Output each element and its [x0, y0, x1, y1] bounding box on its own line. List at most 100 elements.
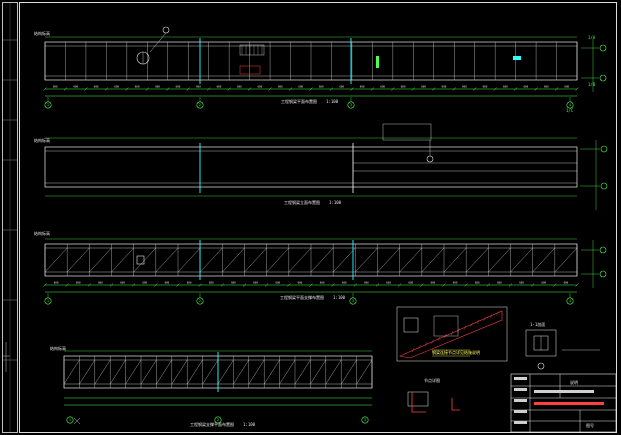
cross-mark — [73, 417, 81, 425]
dimension-text: 600 — [54, 281, 59, 285]
title-block-cell-text — [514, 421, 527, 424]
axis-bubble — [566, 297, 574, 305]
sheet-binding-strip — [2, 2, 18, 433]
dimension-text: 600 — [442, 85, 447, 89]
axis-number: 2 — [199, 299, 201, 303]
axis-bubble-right — [600, 145, 608, 153]
dimension-text: 600 — [431, 281, 436, 285]
dimension-tick — [247, 87, 252, 91]
elevation-label-v3: 结构标高 — [34, 231, 50, 236]
bracing-diagonal — [177, 247, 201, 273]
dimension-tick — [452, 87, 456, 91]
dimension-text: 600 — [187, 281, 192, 285]
detail-hatch — [450, 331, 454, 336]
dimension-tick — [375, 283, 380, 287]
detail-note: 钢梁连接节点详见结施说明 — [432, 350, 480, 355]
bracing-diagonal — [89, 247, 112, 273]
dimension-text: 600 — [380, 85, 385, 89]
dimension-text: 600 — [176, 85, 181, 89]
bracing-diagonal — [248, 359, 265, 385]
bracing-diagonal — [111, 247, 134, 273]
dimension-text: 600 — [475, 281, 480, 285]
detail-hatch — [496, 311, 499, 316]
bracing-diagonal — [44, 247, 68, 273]
dimension-text: 600 — [98, 281, 103, 285]
bracing-diagonal — [202, 359, 219, 385]
dimension-text: 600 — [483, 85, 488, 89]
detail-note-box — [433, 315, 459, 337]
dimension-text: 600 — [298, 85, 303, 89]
dimension-text: 600 — [278, 85, 283, 89]
dimension-tick — [109, 283, 114, 287]
view-1-caption: 工程钢梁平面布置图 — [281, 99, 317, 104]
dimension-text: 600 — [253, 281, 258, 285]
marker-block — [136, 255, 145, 265]
title-block-drawing-name — [534, 402, 604, 405]
dimension-text: 600 — [298, 281, 303, 285]
section-callout-leader — [149, 32, 167, 53]
title-block-project-name — [534, 390, 594, 393]
bracing-diagonal — [279, 359, 296, 385]
title-block-text-2: 图号 — [586, 423, 594, 428]
bracing-diagonal — [110, 359, 126, 385]
axis-number: 2 — [199, 103, 201, 107]
dimension-text: 600 — [408, 281, 413, 285]
axis-label-b: 1/B — [588, 82, 596, 87]
dimension-text: 600 — [401, 85, 406, 89]
dimension-text: 600 — [120, 281, 125, 285]
axis-number: 3 — [352, 299, 354, 303]
dimension-text: 600 — [360, 85, 365, 89]
marker-block — [376, 56, 379, 68]
axis-label-a: 1/A — [588, 35, 596, 40]
dimension-tick — [220, 283, 225, 287]
dimension-tick — [43, 283, 47, 287]
axis-number: 1 — [47, 299, 49, 303]
dimension-text: 600 — [503, 85, 508, 89]
dimension-text: 600 — [217, 85, 222, 89]
dimension-tick — [198, 283, 202, 287]
dimension-text: 600 — [421, 85, 426, 89]
dimension-text: 600 — [76, 281, 81, 285]
dimension-text: 600 — [319, 85, 324, 89]
dimension-tick — [486, 283, 491, 287]
opening-mark — [239, 65, 261, 75]
axis-number: 4 — [569, 299, 571, 303]
axis-bubble-right — [599, 270, 607, 278]
dimension-text: 600 — [342, 281, 347, 285]
detail-2-title: 1-1剖面 — [530, 322, 546, 327]
view-4-caption: 工程钢梁支撑平面布置图 — [190, 422, 234, 427]
dimension-tick — [350, 87, 354, 91]
elevation-label-v2: 结构标高 — [34, 138, 50, 143]
dimension-tick — [473, 87, 477, 91]
section-frame — [525, 329, 557, 357]
title-block-text-1: 说明 — [570, 380, 578, 385]
axis-number: 3 — [350, 103, 352, 107]
section-callout — [162, 26, 170, 34]
dimension-text: 600 — [196, 85, 201, 89]
bracing-diagonal — [310, 359, 326, 385]
view-3-scale: 1:100 — [333, 295, 346, 300]
axis-number: 1 — [69, 418, 71, 422]
title-block-cell-text — [514, 399, 527, 402]
axis-bubble-right — [599, 246, 607, 254]
axis-bubble-right — [599, 74, 607, 82]
dimension-text: 600 — [275, 281, 280, 285]
dimension-text: 600 — [462, 85, 467, 89]
bracing-diagonal — [510, 247, 533, 273]
detail-hatch — [463, 325, 467, 330]
dimension-tick — [84, 87, 88, 91]
dimension-tick — [397, 283, 402, 287]
binding-strip-ticks — [3, 3, 17, 432]
view-2-scale: 1:100 — [329, 200, 342, 205]
detail-hatch — [418, 345, 421, 350]
axis-bubble-right — [600, 182, 608, 190]
bracing-diagonal — [288, 247, 312, 273]
title-block-frame — [510, 373, 617, 433]
elevation-label-v4: 结构标高 — [50, 346, 66, 351]
detail-hatch — [437, 336, 441, 341]
dimension-tick — [186, 87, 190, 91]
dimension-tick — [534, 87, 538, 91]
bracing-diagonal — [294, 359, 311, 385]
bracing-diagonal — [341, 359, 357, 385]
